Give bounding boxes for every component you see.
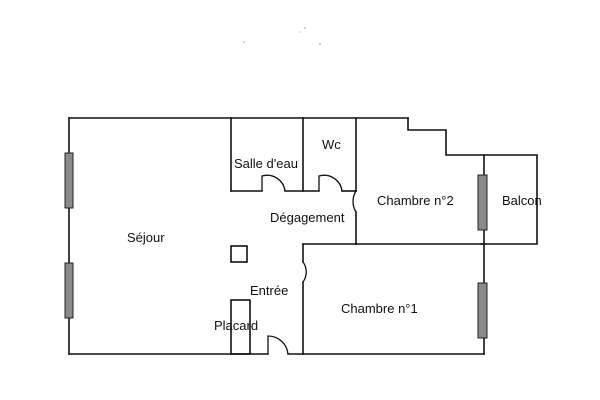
doors [261, 174, 357, 355]
room-label-salle-deau: Salle d'eau [234, 156, 298, 171]
scan-specks [243, 27, 321, 45]
room-label-entree: Entrée [250, 283, 288, 298]
room-label-chambre1: Chambre n°1 [341, 301, 418, 316]
window-chambre1 [477, 282, 488, 339]
room-label-wc: Wc [322, 137, 341, 152]
room-label-placard: Placard [214, 318, 258, 333]
interior-walls [230, 117, 485, 355]
window-chambre2 [477, 174, 488, 231]
windows [64, 152, 488, 339]
room-label-degagement: Dégagement [270, 210, 345, 225]
window-sejour-bottom [64, 262, 74, 319]
room-label-balcon: Balcon [502, 193, 542, 208]
room-label-chambre2: Chambre n°2 [377, 193, 454, 208]
room-label-sejour: Séjour [127, 230, 165, 245]
window-sejour-top [64, 152, 74, 209]
